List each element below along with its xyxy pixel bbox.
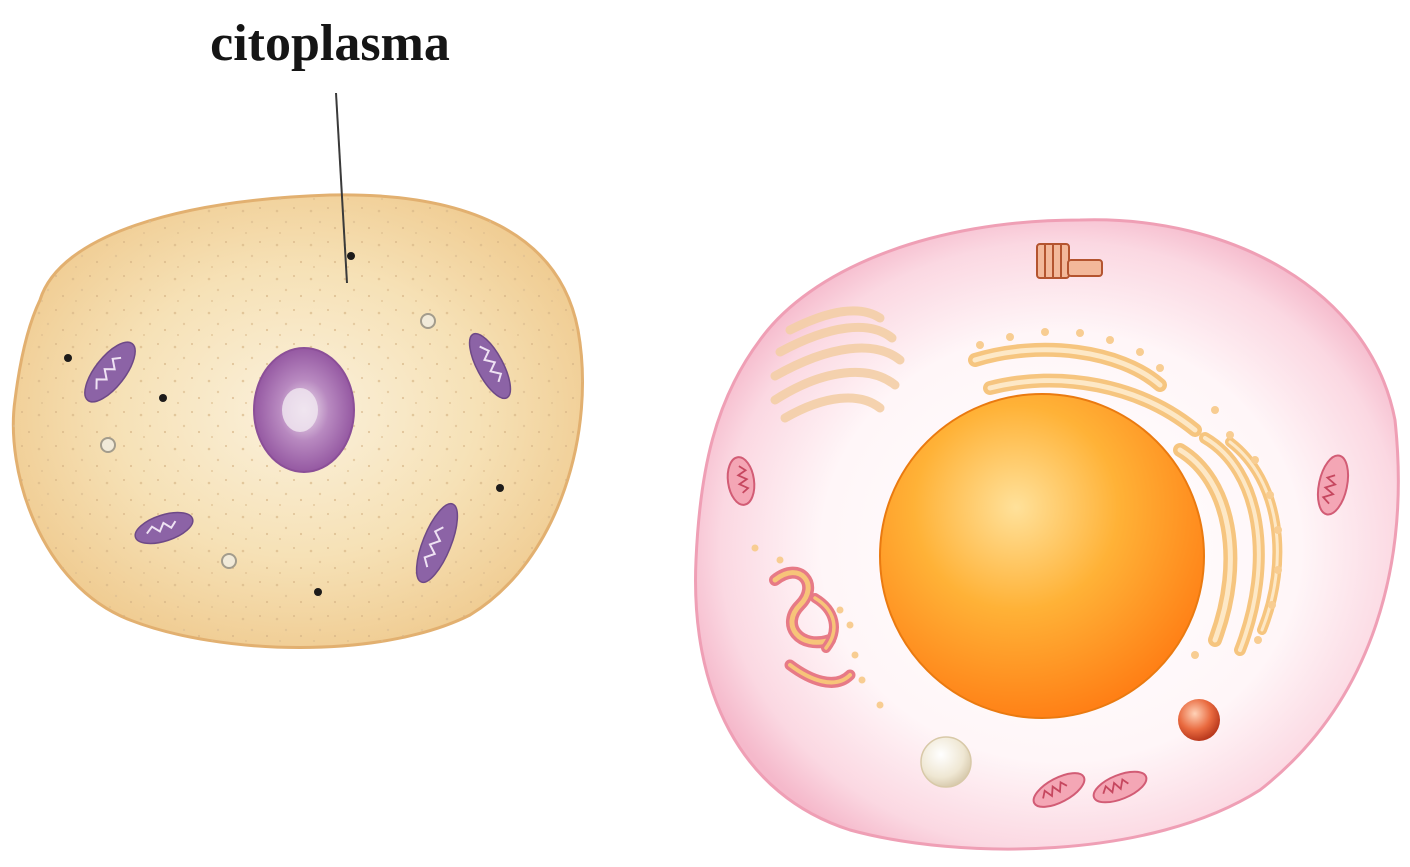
left-granule xyxy=(314,588,322,596)
cytoplasm-label: citoplasma xyxy=(210,15,450,72)
left-nucleolus xyxy=(282,388,318,432)
lysosome xyxy=(1178,699,1220,741)
vesicle xyxy=(921,737,971,787)
left-vacuole xyxy=(222,554,236,568)
left-vacuole xyxy=(101,438,115,452)
left-granule xyxy=(64,354,72,362)
animal-cell-left: citoplasma xyxy=(13,15,582,648)
left-granule xyxy=(347,252,355,260)
left-vacuole xyxy=(421,314,435,328)
left-granule xyxy=(496,484,504,492)
right-nucleus xyxy=(880,394,1204,718)
animal-cell-right xyxy=(696,220,1399,849)
left-granule xyxy=(159,394,167,402)
